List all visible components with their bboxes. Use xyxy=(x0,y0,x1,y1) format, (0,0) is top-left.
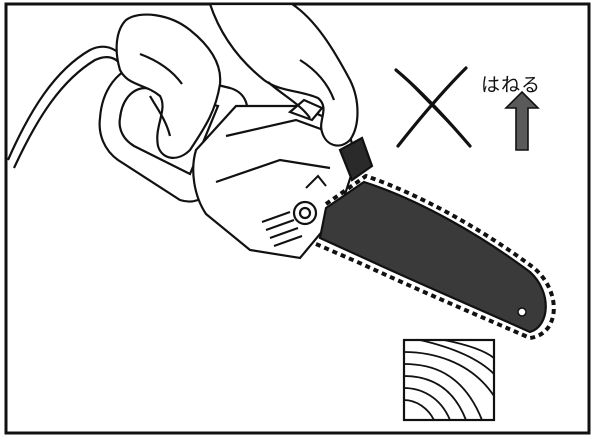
x-mark-icon xyxy=(394,66,472,148)
hand-front xyxy=(208,2,359,147)
saw-body xyxy=(192,98,374,260)
up-arrow-icon xyxy=(504,90,540,151)
guide-bar xyxy=(315,173,556,341)
kickback-warning-label: はねる xyxy=(481,74,542,96)
front-guard xyxy=(338,136,374,182)
hand-rear xyxy=(115,13,222,159)
chain-tension-mark xyxy=(305,174,327,189)
wood-block xyxy=(402,338,496,422)
oil-cap xyxy=(292,200,318,226)
vent-grille xyxy=(261,211,303,247)
